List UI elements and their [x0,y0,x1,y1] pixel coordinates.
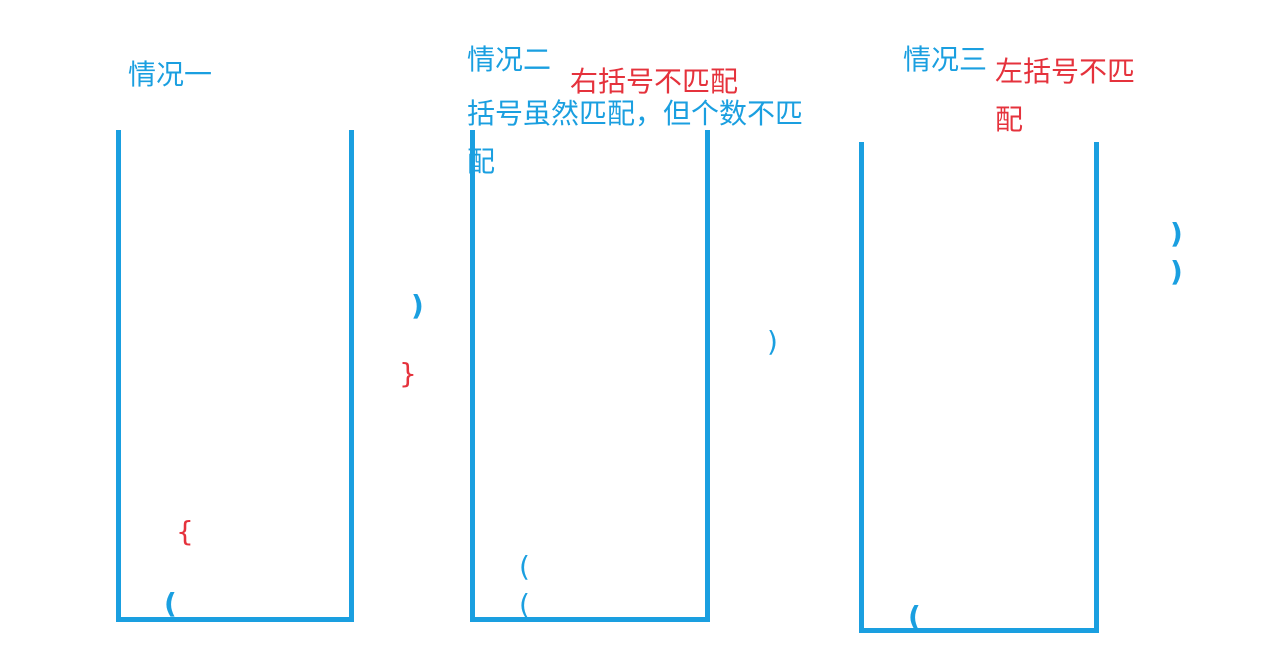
case2-description-line2: 配 [467,145,496,178]
case3-stack-item-paren: ( [908,600,921,633]
case2-incoming-paren: ) [767,325,778,358]
case3-subtitle-line2: 配 [995,103,1024,136]
case2-subtitle: 右括号不匹配 [570,65,739,98]
case2-stack [470,130,710,622]
case3-stack [859,142,1099,633]
case2-stack-item-paren-upper: ( [519,550,530,583]
case2-description-line1: 括号虽然匹配，但个数不匹 [467,97,804,130]
case1-incoming-brace: } [399,357,417,390]
case3-subtitle-line1: 左括号不匹 [995,55,1136,88]
case1-title: 情况一 [128,58,213,91]
case3-incoming-paren-lower: ) [1170,255,1183,288]
case2-title: 情况二 [467,43,552,76]
case1-stack [116,130,354,622]
case1-stack-item-paren: ( [164,587,177,620]
case1-incoming-paren: ) [411,289,424,322]
case1-stack-item-brace: { [176,515,194,548]
case3-title: 情况三 [903,43,988,76]
case2-stack-item-paren-lower: ( [519,588,530,621]
case3-incoming-paren-upper: ) [1170,217,1183,250]
